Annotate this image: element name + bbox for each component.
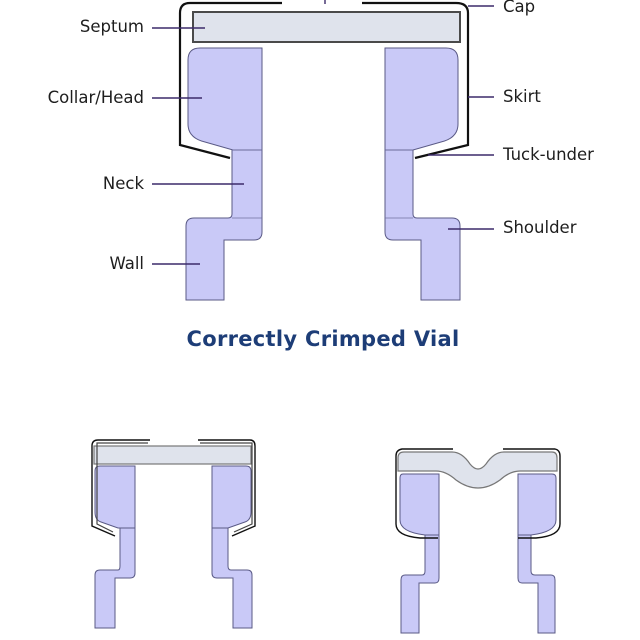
septum — [192, 11, 461, 43]
label-skirt: Skirt — [503, 87, 541, 106]
label-tuck-under: Tuck-under — [503, 145, 594, 164]
label-shoulder: Shoulder — [503, 218, 577, 237]
label-collar-head: Collar/Head — [47, 88, 144, 107]
diagram-title: Correctly Crimped Vial — [186, 327, 460, 351]
improperly-crimped-vial-left — [91, 439, 256, 629]
crimp-cap — [178, 1, 470, 160]
improperly-crimped-vial-right — [395, 448, 561, 634]
label-septum: Septum — [79, 17, 144, 36]
collar-left — [187, 47, 263, 151]
leader-lines — [152, 5, 494, 265]
correctly-crimped-vial — [178, 0, 470, 301]
collar-right — [384, 47, 459, 151]
neck-wall-left — [185, 149, 263, 301]
label-cap: Cap — [503, 0, 536, 16]
label-neck: Neck — [102, 174, 144, 193]
label-wall: Wall — [109, 254, 144, 273]
neck-wall-right — [384, 149, 461, 301]
